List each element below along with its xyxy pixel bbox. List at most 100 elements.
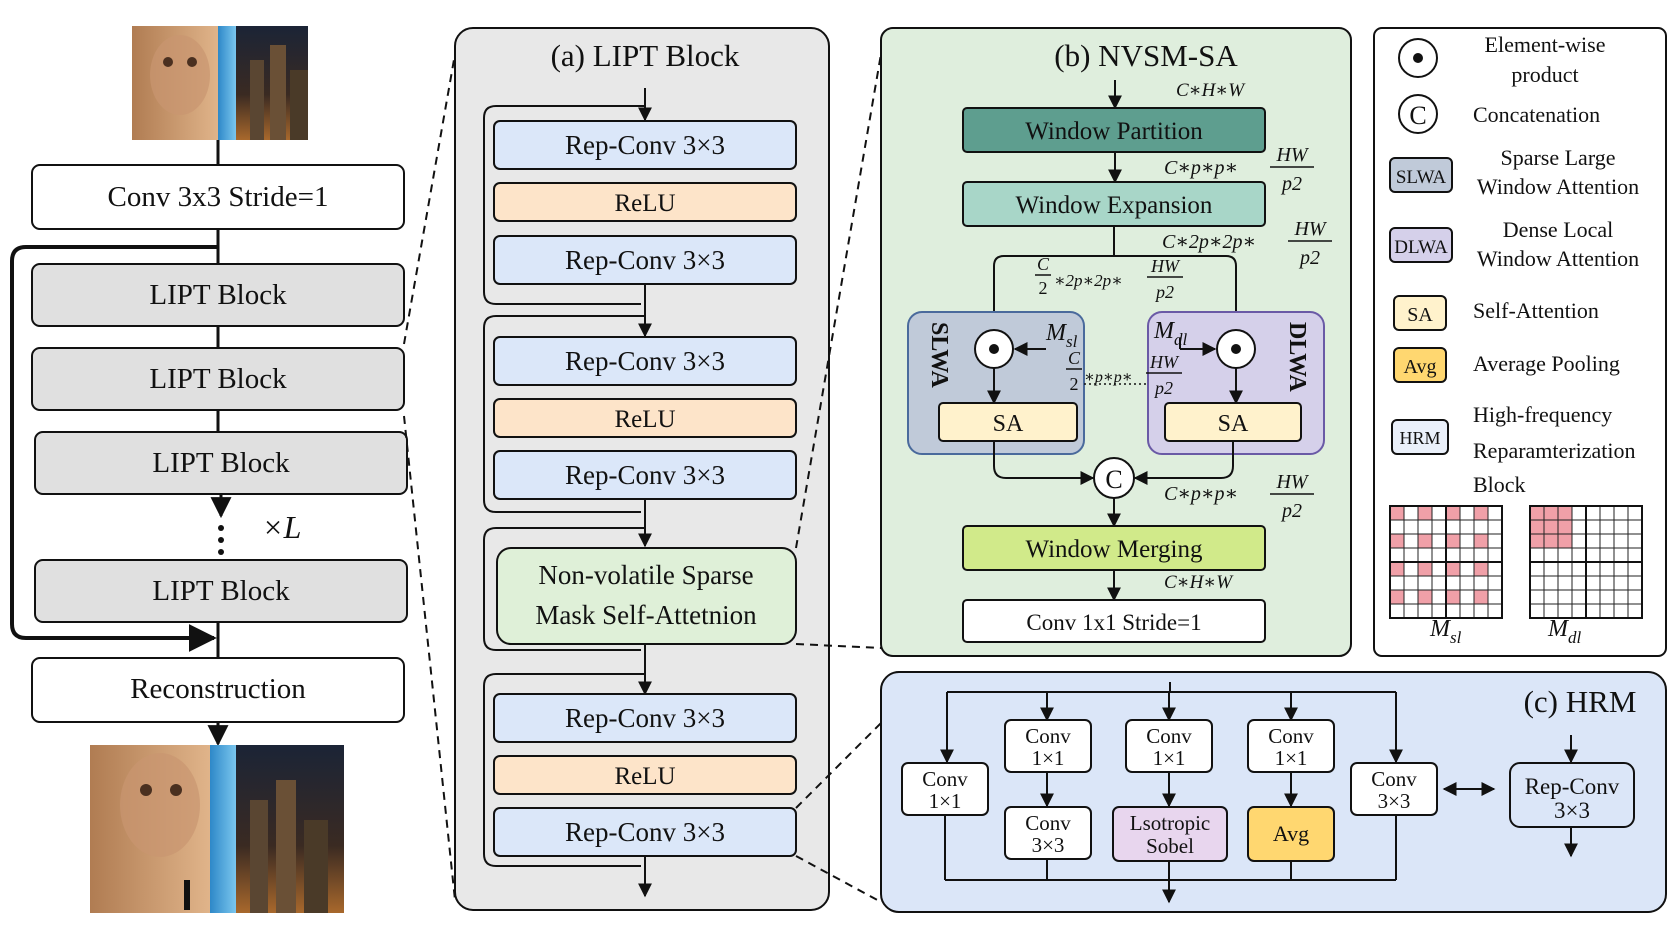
- mask-cell: [1459, 547, 1475, 563]
- mask-cell: [1571, 547, 1587, 563]
- mask-cell: [1417, 561, 1433, 577]
- mask-cell: [1599, 589, 1615, 605]
- relu-2-label: ReLU: [614, 406, 675, 433]
- mask-cell: [1599, 561, 1615, 577]
- lipt-block-2-label: LIPT Block: [149, 363, 287, 395]
- mask-cell: [1487, 533, 1503, 549]
- mask-cell: [1613, 505, 1629, 521]
- hrm-conv3x3-e-l2: 3×3: [1378, 789, 1411, 813]
- mask-cell: [1627, 505, 1643, 521]
- hrm-sobel-l2: Sobel: [1146, 834, 1194, 858]
- nvsm-sa-label-1: Non-volatile Sparse: [538, 560, 753, 590]
- hrm-conv1x1-c-l1: Conv: [1146, 724, 1192, 748]
- hrm-conv3x3-b-l2: 3×3: [1032, 833, 1065, 857]
- mask-cell: [1459, 505, 1475, 521]
- mask-cell: [1459, 575, 1475, 591]
- mask-cell: [1473, 603, 1489, 619]
- mask-cell: [1627, 561, 1643, 577]
- mask-cell: [1403, 561, 1419, 577]
- mask-cell: [1529, 603, 1545, 619]
- rep-conv-1: [493, 120, 797, 170]
- frac-c-2: C: [1068, 348, 1081, 368]
- mask-cell: [1459, 533, 1475, 549]
- dlwa-vertical-label: DLWA: [1284, 322, 1310, 392]
- mask-cell: [1599, 603, 1615, 619]
- mask-cell: [1431, 533, 1447, 549]
- mask-cell: [1571, 561, 1587, 577]
- slwa-tag: [1389, 157, 1453, 193]
- avg-tag: [1393, 347, 1447, 383]
- mask-cell: [1599, 505, 1615, 521]
- sa-tag-label: SA: [1407, 304, 1433, 326]
- conv1x1-label: Conv 1x1 Stride=1: [1026, 610, 1201, 635]
- hrm-rep-conv-l1: Rep-Conv: [1525, 774, 1620, 799]
- mask-cell: [1487, 505, 1503, 521]
- mask-cell: [1487, 561, 1503, 577]
- hrm-title: (c) HRM: [1524, 684, 1637, 719]
- mask-cell: [1445, 589, 1461, 605]
- mask-cell: [1473, 575, 1489, 591]
- mask-cell: [1445, 561, 1461, 577]
- mask-cell: [1557, 505, 1573, 521]
- sa-tag: [1393, 295, 1447, 331]
- relu-3: [493, 755, 797, 795]
- rep-conv-3: [493, 336, 797, 386]
- reconstruction-label: Reconstruction: [130, 673, 306, 705]
- mask-cell: [1473, 519, 1489, 535]
- mask-cell: [1403, 533, 1419, 549]
- legend-hrm-1: High-frequency: [1473, 402, 1612, 427]
- mask-cell: [1627, 589, 1643, 605]
- slwa-sa-label: SA: [993, 411, 1024, 437]
- conv3x3-label: Conv 3x3 Stride=1: [108, 181, 329, 213]
- legend-m-sl: Msl: [1429, 616, 1462, 647]
- nvsm-sa-block: [496, 547, 797, 645]
- concat-legend-symbol: C: [1409, 101, 1426, 130]
- mask-cell: [1417, 575, 1433, 591]
- mask-cell: [1487, 589, 1503, 605]
- mask-cell: [1557, 519, 1573, 535]
- mask-cell: [1459, 561, 1475, 577]
- lipt-block-3-label: LIPT Block: [152, 447, 290, 479]
- mask-cell: [1473, 547, 1489, 563]
- concat-legend-icon: [1398, 94, 1438, 134]
- mask-cell: [1557, 561, 1573, 577]
- mask-cell: [1529, 533, 1545, 549]
- ellipsis-dots: [218, 525, 224, 555]
- mask-cell: [1459, 603, 1475, 619]
- mask-cell: [1571, 603, 1587, 619]
- frac-hw-5: HW: [1275, 471, 1309, 493]
- mask-cell: [1487, 575, 1503, 591]
- hrm-avg-label: Avg: [1273, 821, 1309, 846]
- rep-conv-4-label: Rep-Conv 3×3: [565, 460, 725, 490]
- mask-cell: [1627, 533, 1643, 549]
- mask-cell: [1473, 533, 1489, 549]
- mask-cell: [1585, 533, 1601, 549]
- rep-conv-3-label: Rep-Conv 3×3: [565, 346, 725, 376]
- nvsm-title: (b) NVSM-SA: [1054, 38, 1238, 73]
- dlwa-tag-label: DLWA: [1394, 237, 1448, 258]
- mask-cell: [1557, 575, 1573, 591]
- frac-2-2: 2: [1070, 374, 1079, 394]
- dim-cpp-2: C∗p∗p∗: [1164, 483, 1238, 505]
- mask-cell: [1613, 547, 1629, 563]
- mask-cell: [1613, 589, 1629, 605]
- legend-sa: Self-Attention: [1473, 298, 1599, 323]
- hrm-conv1x1-b-l1: Conv: [1025, 724, 1071, 748]
- mask-cell: [1543, 533, 1559, 549]
- legend-avg: Average Pooling: [1473, 351, 1620, 376]
- mask-cell: [1403, 505, 1419, 521]
- mask-cell: [1529, 519, 1545, 535]
- mask-cell: [1599, 547, 1615, 563]
- mask-cell: [1529, 575, 1545, 591]
- mask-cell: [1445, 575, 1461, 591]
- mask-cell: [1599, 533, 1615, 549]
- mask-cell: [1613, 533, 1629, 549]
- hrm-rep-conv-l2: 3×3: [1554, 798, 1590, 823]
- mask-cell: [1445, 547, 1461, 563]
- legend-product-1: Element-wise: [1485, 32, 1606, 57]
- residual-connection: [10, 245, 218, 652]
- frac-hw-2: HW: [1293, 218, 1327, 240]
- mask-cell: [1417, 533, 1433, 549]
- legend-slwa-2: Window Attention: [1477, 174, 1639, 199]
- mask-cell: [1431, 561, 1447, 577]
